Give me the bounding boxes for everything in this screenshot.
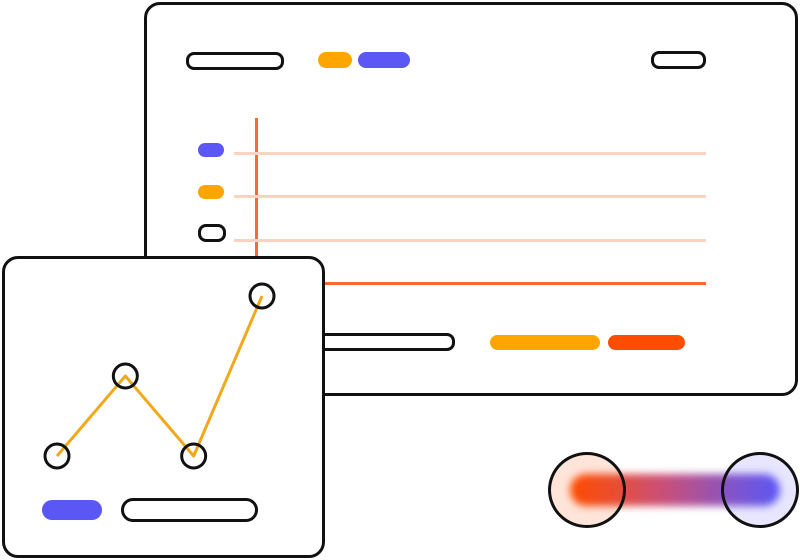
line-card-tag-indigo — [42, 500, 102, 520]
line-card-text-placeholder — [121, 498, 258, 522]
legend-orange — [198, 185, 224, 199]
footer-button-orange[interactable] — [490, 335, 600, 350]
toggle-knob-right[interactable] — [721, 452, 799, 528]
gridline — [234, 152, 706, 155]
gridline — [234, 195, 706, 198]
chart-x-axis — [256, 282, 706, 285]
header-action-placeholder[interactable] — [651, 51, 706, 69]
footer-button-red[interactable] — [608, 335, 685, 350]
gridline — [234, 239, 706, 242]
chart-y-axis — [255, 118, 258, 286]
header-tag-indigo — [358, 52, 410, 68]
legend-outline — [198, 224, 226, 242]
header-tag-orange — [318, 52, 352, 68]
legend-indigo — [198, 143, 224, 157]
dashboard-title-placeholder — [186, 52, 284, 70]
toggle-knob-left — [548, 452, 626, 528]
